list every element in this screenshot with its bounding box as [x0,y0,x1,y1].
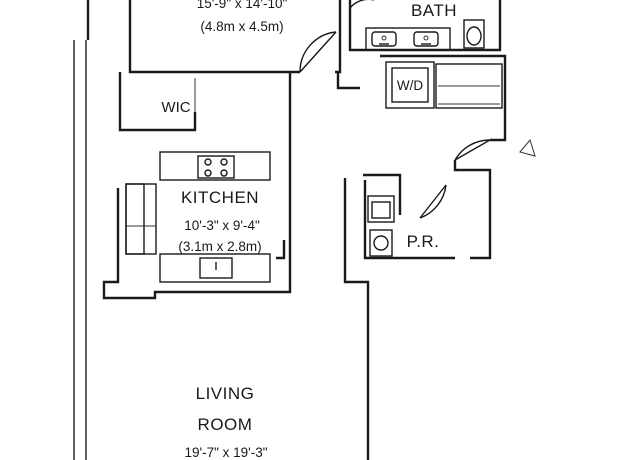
kitchen-walls [102,188,292,300]
powder-room-label: P.R. [407,232,440,251]
kitchen-fridge-counter [125,183,157,255]
bath-toilet-icon [463,19,485,49]
bedroom-walls [128,0,342,74]
bedroom-dimensions-metric: (4.8m x 4.5m) [200,19,283,34]
kitchen-sink-counter [159,253,271,283]
wic-walls [118,72,292,190]
living-room-label-line1: LIVING [196,384,255,403]
kitchen-cooktop-counter [159,151,271,181]
washer-dryer-label: W/D [397,78,423,93]
washer-dryer-closet [385,61,503,109]
kitchen-label: KITCHEN [181,188,259,207]
powder-room-walls [343,173,455,460]
bath-label: BATH [411,1,457,20]
bath-vanity [365,27,451,51]
bedroom-dimensions-imperial: 15'-9" x 14'-10" [197,0,288,11]
kitchen-dimensions-metric: (3.1m x 2.8m) [178,239,261,254]
exterior-left-wall [73,0,90,460]
living-room-dimensions-imperial: 19'-7" x 19'-3" [184,445,267,460]
living-room-label-line2: ROOM [198,415,253,434]
powder-room-fixtures [367,195,395,257]
entry-door [453,120,536,260]
wic-label: WIC [161,99,190,116]
kitchen-dimensions-imperial: 10'-3" x 9'-4" [184,218,260,233]
